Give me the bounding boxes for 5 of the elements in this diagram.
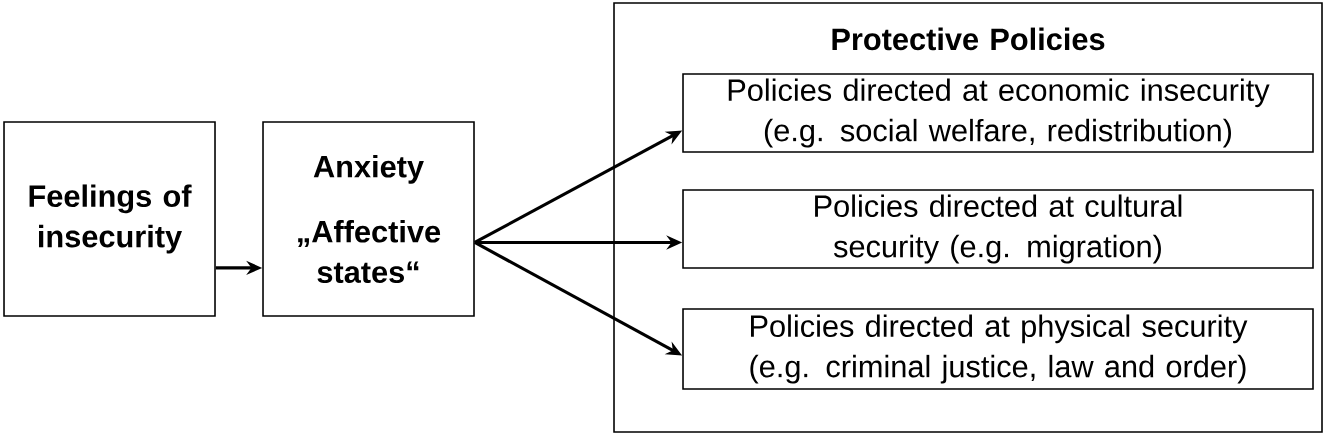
policy-box: Policies directed at physical security (e.g. criminal justice, law and order)	[682, 308, 1314, 390]
concept-box: Anxiety „Affective states“	[262, 121, 475, 317]
concept-box: Feelings of insecurity	[3, 121, 216, 317]
policy-box: Policies directed at cultural security (e.g. migration)	[682, 189, 1314, 269]
policy-box: Policies directed at economic insecurity (e.g. social welfare, redistribution)	[682, 73, 1314, 153]
